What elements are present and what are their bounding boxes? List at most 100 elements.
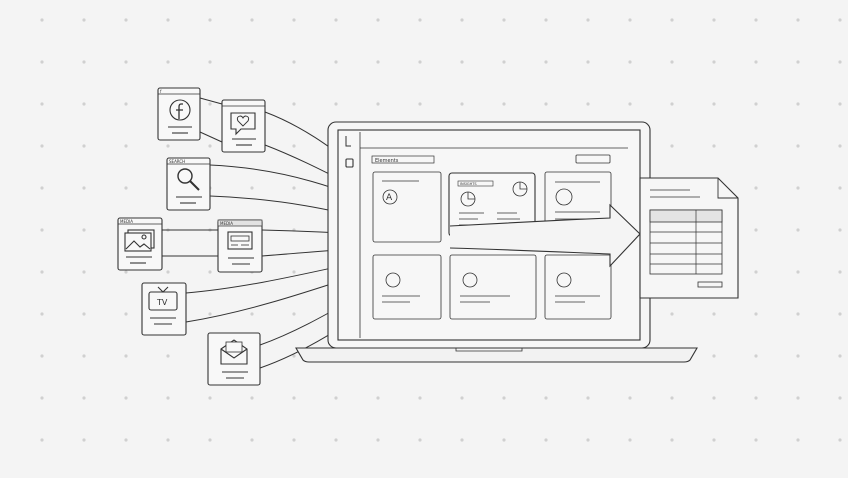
grid-dot	[40, 18, 44, 22]
grid-dot	[754, 396, 758, 400]
magnifier-icon	[177, 168, 193, 184]
grid-dot	[166, 354, 170, 358]
facebook-card: f	[157, 87, 201, 141]
tv-card: TV	[141, 282, 187, 336]
grid-dot	[376, 396, 380, 400]
grid-dot	[376, 60, 380, 64]
grid-dot	[628, 102, 632, 106]
grid-dot	[544, 60, 548, 64]
grid-dot	[586, 102, 590, 106]
grid-dot	[40, 396, 44, 400]
grid-dot	[124, 312, 128, 316]
grid-dot	[670, 144, 674, 148]
grid-dot	[754, 60, 758, 64]
grid-dot	[166, 144, 170, 148]
grid-dot	[82, 396, 86, 400]
grid-dot	[334, 102, 338, 106]
grid-dot	[670, 396, 674, 400]
grid-dot	[670, 102, 674, 106]
grid-dot	[712, 312, 716, 316]
grid-dot	[40, 354, 44, 358]
grid-dot	[502, 60, 506, 64]
grid-dot	[796, 396, 800, 400]
grid-dot	[628, 438, 632, 442]
grid-dot	[82, 144, 86, 148]
insights-title: INSIGHTS	[460, 182, 477, 186]
grid-dot	[208, 144, 212, 148]
grid-dot	[292, 270, 296, 274]
grid-dot	[208, 270, 212, 274]
grid-dot	[40, 186, 44, 190]
grid-dot	[754, 354, 758, 358]
grid-dot	[712, 144, 716, 148]
media-web-card: MEDIA	[217, 219, 263, 273]
grid-dot	[838, 354, 842, 358]
avatar-letter: A	[386, 193, 393, 203]
screen-button	[575, 154, 611, 164]
grid-dot	[40, 270, 44, 274]
grid-dot	[166, 270, 170, 274]
grid-dot	[418, 102, 422, 106]
grid-dot	[292, 186, 296, 190]
grid-dot	[838, 396, 842, 400]
grid-dot	[124, 102, 128, 106]
grid-dot	[334, 438, 338, 442]
grid-dot	[166, 18, 170, 22]
grid-dot	[670, 438, 674, 442]
grid-dot	[838, 102, 842, 106]
grid-dot	[208, 438, 212, 442]
grid-dot	[334, 60, 338, 64]
grid-dot	[250, 312, 254, 316]
grid-dot	[82, 228, 86, 232]
grid-dot	[544, 438, 548, 442]
grid-dot	[586, 396, 590, 400]
grid-dot	[40, 438, 44, 442]
grid-dot	[82, 18, 86, 22]
grid-dot	[712, 18, 716, 22]
grid-dot	[82, 60, 86, 64]
grid-dot	[124, 18, 128, 22]
grid-dot	[292, 60, 296, 64]
grid-dot	[838, 438, 842, 442]
media-image-card: MEDIA	[117, 217, 163, 271]
grid-dot	[376, 438, 380, 442]
grid-dot	[544, 396, 548, 400]
grid-dot	[40, 60, 44, 64]
grid-dot	[40, 144, 44, 148]
grid-dot	[754, 144, 758, 148]
grid-dot	[754, 312, 758, 316]
grid-dot	[250, 60, 254, 64]
heart-card	[221, 99, 266, 153]
grid-dot	[250, 396, 254, 400]
grid-dot	[502, 396, 506, 400]
grid-dot	[544, 18, 548, 22]
grid-dot	[796, 144, 800, 148]
grid-dot	[82, 102, 86, 106]
grid-dot	[166, 60, 170, 64]
grid-dot	[460, 60, 464, 64]
grid-dot	[796, 228, 800, 232]
grid-dot	[292, 354, 296, 358]
grid-dot	[838, 270, 842, 274]
grid-dot	[628, 18, 632, 22]
grid-dot	[796, 186, 800, 190]
grid-dot	[460, 396, 464, 400]
insights-card: INSIGHTS	[448, 172, 536, 237]
screen-search-text: Elements	[375, 158, 399, 164]
grid-dot	[292, 312, 296, 316]
grid-dot	[502, 18, 506, 22]
grid-dot	[796, 60, 800, 64]
grid-dot	[712, 102, 716, 106]
grid-dot	[82, 354, 86, 358]
grid-dot	[334, 396, 338, 400]
search-card: SEARCH	[166, 157, 211, 211]
grid-dot	[208, 18, 212, 22]
grid-dot	[292, 144, 296, 148]
grid-dot	[124, 438, 128, 442]
grid-dot	[754, 18, 758, 22]
grid-dot	[460, 438, 464, 442]
grid-dot	[208, 396, 212, 400]
grid-dot	[40, 228, 44, 232]
grid-dot	[796, 270, 800, 274]
grid-dot	[796, 354, 800, 358]
